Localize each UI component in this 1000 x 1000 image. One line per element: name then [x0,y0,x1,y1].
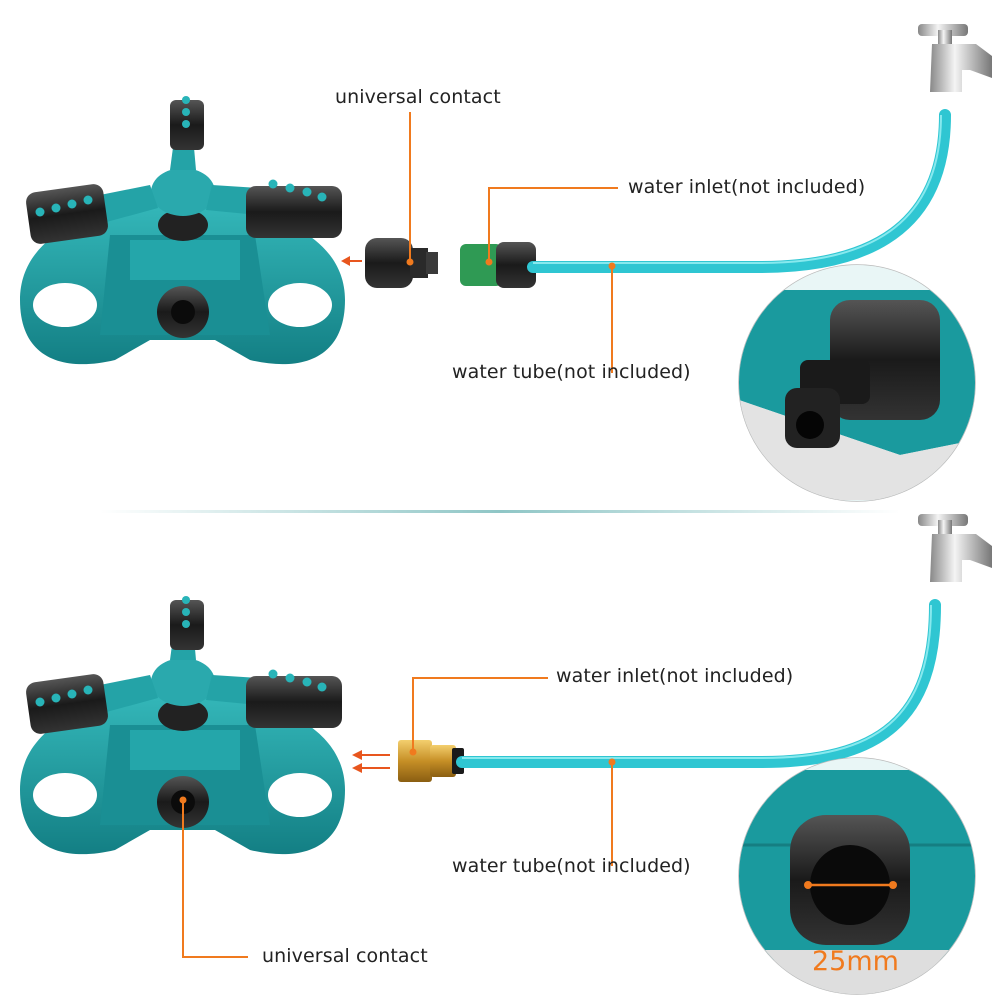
faucet-top-icon [918,24,992,92]
label-universal-contact-top: universal contact [335,86,501,108]
label-water-inlet-bottom: water inlet(not included) [556,665,794,687]
sprinkler-bottom [20,596,345,855]
faucet-bottom-icon [918,514,992,582]
water-inlet-brass [398,740,464,782]
panel-divider [100,510,900,513]
flow-arrows-bottom [352,750,390,773]
label-water-tube-bottom: water tube(not included) [452,855,691,877]
measurement-label: 25mm [812,946,899,977]
label-water-inlet-top: water inlet(not included) [628,176,866,198]
water-tube-bottom [456,599,941,768]
leaders-top [409,112,618,373]
water-inlet-green [460,242,536,288]
leaders-bottom [182,677,613,958]
detail-circle-top [738,264,976,502]
label-universal-contact-bottom: universal contact [262,945,428,967]
water-tube-top [527,109,951,273]
universal-contact-connector [365,238,438,288]
sprinkler-top [20,96,345,365]
label-water-tube-top: water tube(not included) [452,361,691,383]
flow-arrow-top [341,256,362,266]
detail-circle-bottom [738,757,976,995]
